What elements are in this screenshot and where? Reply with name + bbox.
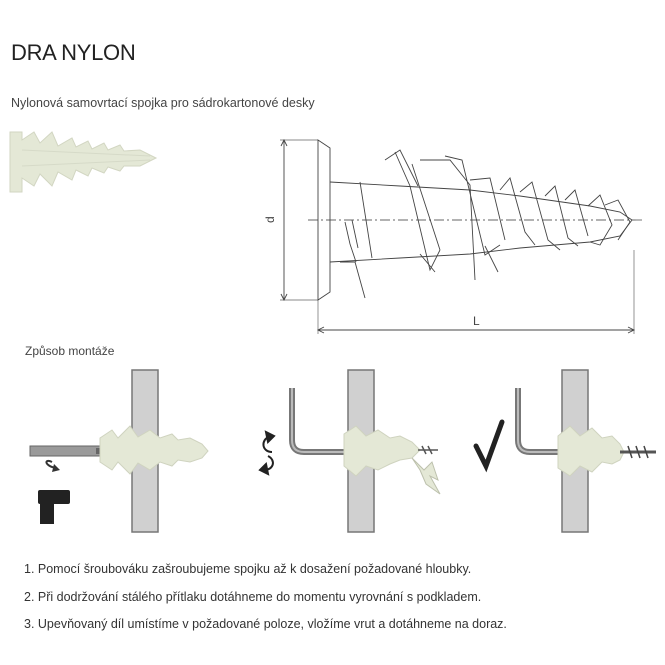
step2-illustration bbox=[289, 369, 441, 533]
step-2: 2. Při dodržování stálého přítlaku dotáh… bbox=[24, 589, 482, 604]
step1-illustration bbox=[29, 369, 209, 533]
drill-icon bbox=[38, 490, 70, 524]
technical-drawing bbox=[280, 138, 645, 334]
page-title: DRA NYLON bbox=[11, 40, 136, 65]
dimension-L-label: L bbox=[473, 314, 480, 328]
mounting-steps: 1. Pomocí šroubováku zašroubujeme spojku… bbox=[24, 562, 507, 645]
step3-illustration bbox=[515, 369, 656, 533]
rotate-arrows-icon bbox=[258, 430, 276, 476]
dimension-d-label: d bbox=[263, 216, 277, 223]
anchor-photo bbox=[9, 131, 158, 193]
step-3: 3. Upevňovaný díl umístíme v požadované … bbox=[24, 617, 507, 631]
mounting-label: Způsob montáže bbox=[25, 344, 115, 358]
product-subtitle: Nylonová samovrtací spojka pro sádrokart… bbox=[11, 96, 315, 110]
checkmark-icon bbox=[473, 419, 505, 473]
step-1: 1. Pomocí šroubováku zašroubujeme spojku… bbox=[24, 562, 472, 576]
